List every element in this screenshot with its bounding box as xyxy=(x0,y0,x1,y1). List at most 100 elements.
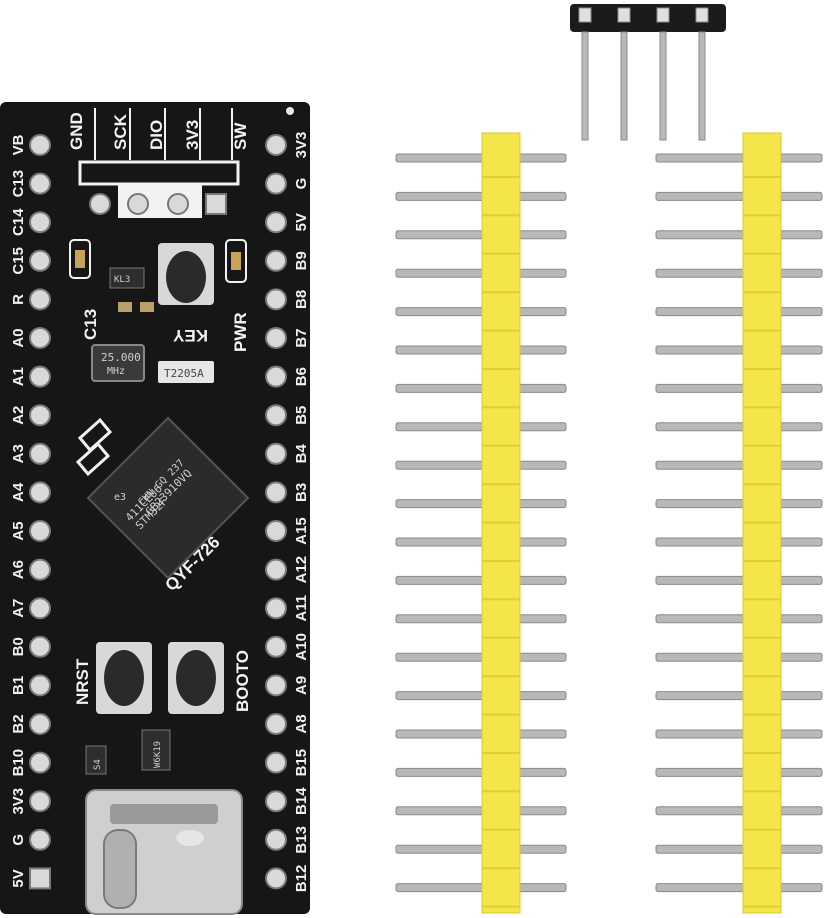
small-crystal xyxy=(158,361,214,383)
header-pin xyxy=(655,268,823,278)
header-pin xyxy=(655,575,823,585)
pin-label: G xyxy=(10,834,27,846)
angled-pin-tip xyxy=(617,7,631,23)
pin-pad xyxy=(265,172,287,195)
pin-pad xyxy=(265,674,287,697)
pin-label: C13 xyxy=(10,170,27,198)
pin-label: B2 xyxy=(10,714,27,733)
pin-pad xyxy=(29,867,51,890)
led-c13-body xyxy=(75,250,85,268)
pin-pad xyxy=(265,249,287,272)
pin-label: A8 xyxy=(293,714,310,733)
silkscreen-pattern xyxy=(75,417,113,477)
header-pin xyxy=(655,383,823,393)
pin-pad xyxy=(29,211,51,234)
pin-label: A6 xyxy=(10,560,27,579)
pin-pad xyxy=(265,751,287,774)
swd-label: 3V3 xyxy=(183,120,202,150)
stm32-board: VBC13C14C15RA0A1A2A3A4A5A6A7B0B1B2B103V3… xyxy=(0,102,310,915)
pin-label: B10 xyxy=(10,749,27,777)
pin-pad xyxy=(29,249,51,272)
pin-pad xyxy=(29,172,51,195)
pin-label: B7 xyxy=(293,328,310,347)
crystal-25mhz: 25.000 MHz xyxy=(91,344,145,382)
header-pin xyxy=(655,230,823,240)
header-pin xyxy=(395,614,567,624)
pin-label: A15 xyxy=(293,517,310,545)
swd-pad xyxy=(167,193,189,215)
angled-pin-tip xyxy=(656,7,670,23)
header-pin xyxy=(655,729,823,739)
transistor-mark: KL3 xyxy=(114,275,130,285)
pin-label: 3V3 xyxy=(293,132,310,159)
usb-c-connector xyxy=(85,789,243,915)
pin-label: B0 xyxy=(10,637,27,656)
header-pin xyxy=(395,652,567,662)
regulator-text: W6K19 xyxy=(153,741,163,768)
led-pwr xyxy=(225,239,247,283)
pin-label: R xyxy=(10,294,27,305)
key-label: KEY xyxy=(172,326,208,345)
angled-pin xyxy=(620,31,628,141)
header-pin xyxy=(655,460,823,470)
pin-label: C15 xyxy=(10,247,27,275)
pin-label: A4 xyxy=(10,482,27,502)
pin-pad xyxy=(29,365,51,388)
pin-pad xyxy=(265,635,287,658)
corner-dot xyxy=(286,107,294,115)
swd-pad-square xyxy=(205,193,227,215)
header-pin xyxy=(655,422,823,432)
pin-pad xyxy=(265,481,287,504)
pin-label: B9 xyxy=(293,251,310,270)
pin-label: A12 xyxy=(293,556,310,584)
pin-header-right xyxy=(655,132,823,914)
led-pwr-body xyxy=(231,252,241,270)
right-pin-pads xyxy=(265,134,287,890)
header-pin xyxy=(395,345,567,355)
mcu-text: e3 xyxy=(114,492,126,503)
pin-pad xyxy=(29,558,51,581)
pin-pad xyxy=(29,288,51,311)
pin-label: 3V3 xyxy=(10,788,27,815)
pin-label: A7 xyxy=(10,599,27,618)
header-pin xyxy=(395,575,567,585)
crystal-body xyxy=(91,344,145,382)
pin-label: B12 xyxy=(293,865,310,893)
pin-pad xyxy=(29,674,51,697)
pin-pad xyxy=(265,365,287,388)
header-pin xyxy=(395,191,567,201)
header-pin xyxy=(655,191,823,201)
nrst-label: NRST xyxy=(73,658,92,705)
header-pin xyxy=(395,844,567,854)
pin-pad xyxy=(29,790,51,813)
swd-outline xyxy=(94,108,233,160)
pin-pad xyxy=(29,442,51,465)
left-pin-pads xyxy=(29,134,51,890)
pin-pad xyxy=(265,790,287,813)
swd-label: DIO xyxy=(147,120,166,150)
header-pin xyxy=(655,499,823,509)
swd-header: GND SCK DIO 3V3 SW xyxy=(67,108,250,218)
angled-pin-tip xyxy=(578,7,592,23)
header-pin xyxy=(395,499,567,509)
transistor xyxy=(109,267,145,289)
mcu-chip: STM32F 411CEU6 GB23910VQ CHN GQ 237 e3 xyxy=(86,416,250,580)
left-pin-labels: VBC13C14C15RA0A1A2A3A4A5A6A7B0B1B2B103V3… xyxy=(10,134,27,887)
mcu-body xyxy=(86,416,250,580)
pin-label: B13 xyxy=(293,826,310,854)
usb-c-port xyxy=(103,829,137,909)
pin-label: B14 xyxy=(293,787,310,815)
pin-label: B5 xyxy=(293,406,310,425)
pin-pad xyxy=(265,327,287,349)
angled-pins xyxy=(578,7,709,141)
key-button: KEY xyxy=(158,243,214,345)
swd-pad xyxy=(127,193,149,215)
pin-pad xyxy=(265,288,287,311)
pin-label: B1 xyxy=(10,676,27,695)
pwr-label: PWR xyxy=(231,312,250,352)
pin-pad xyxy=(29,481,51,504)
header-pin xyxy=(655,767,823,777)
pin-pad xyxy=(265,597,287,620)
pin-pad xyxy=(29,327,51,349)
regulator xyxy=(141,729,171,771)
